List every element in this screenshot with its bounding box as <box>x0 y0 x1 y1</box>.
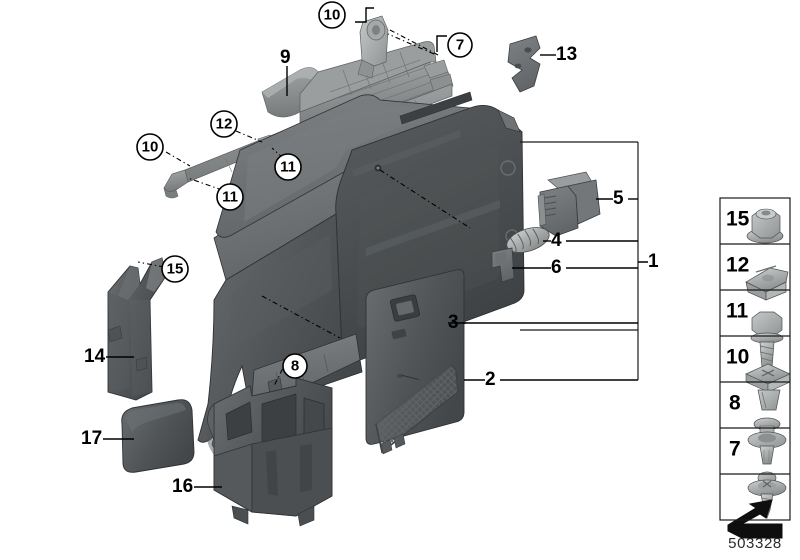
svg-text:15: 15 <box>167 261 184 278</box>
flange-nut-icon <box>746 208 784 244</box>
part-tool-storage-tray <box>206 377 333 527</box>
svg-text:11: 11 <box>222 189 238 206</box>
part-foam-filler-block <box>121 399 195 473</box>
callout-numbers: 1 2 3 4 5 6 9 13 14 16 17 <box>81 44 659 497</box>
legend-number-11: 11 <box>726 300 749 323</box>
spring-clip-nut-icon <box>745 265 789 301</box>
callout-4: 4 <box>551 230 562 251</box>
svg-text:10: 10 <box>324 7 341 24</box>
callout-13: 13 <box>556 44 577 65</box>
callout-6: 6 <box>551 257 562 278</box>
part-coil-spring-clip <box>506 227 550 253</box>
callout-16: 16 <box>172 476 193 497</box>
square-push-rivet-icon <box>745 363 791 411</box>
legend-number-15: 15 <box>726 208 750 231</box>
callout-3: 3 <box>448 312 459 333</box>
legend-number-12: 12 <box>726 254 749 277</box>
callout-2: 2 <box>485 369 496 390</box>
part-small-retaining-bracket <box>491 247 515 283</box>
part-power-socket-module <box>537 171 601 237</box>
callout-1: 1 <box>648 251 659 272</box>
legend-number-10: 10 <box>726 346 749 369</box>
direction-arrow-icon <box>727 499 783 539</box>
part-cargo-net <box>375 365 459 455</box>
legend-number-8: 8 <box>729 392 741 415</box>
callout-14: 14 <box>84 346 106 367</box>
part-upper-clip-post <box>357 15 389 79</box>
svg-text:7: 7 <box>456 37 464 54</box>
callout-5: 5 <box>613 188 624 209</box>
flange-tapping-screw-icon <box>747 471 787 519</box>
callout-17: 17 <box>81 428 102 449</box>
legend-box: 15 12 11 10 8 7 <box>719 197 791 521</box>
svg-text:10: 10 <box>142 139 159 156</box>
group-bracket-part-1 <box>520 141 648 331</box>
part-number-label: 503328 <box>728 535 782 552</box>
expanding-rivet-icon <box>747 417 787 465</box>
callout-circles: 7 8 10 10 11 11 12 15 <box>136 1 473 379</box>
part-side-support-bracket <box>107 257 167 401</box>
part-metal-retaining-bracket <box>507 35 541 93</box>
svg-text:11: 11 <box>280 159 296 176</box>
legend-number-7: 7 <box>729 438 741 461</box>
callout-9: 9 <box>280 47 291 68</box>
svg-text:12: 12 <box>216 116 233 133</box>
svg-text:8: 8 <box>291 358 299 375</box>
leader-lines <box>103 7 648 488</box>
legend-icons <box>727 208 791 539</box>
